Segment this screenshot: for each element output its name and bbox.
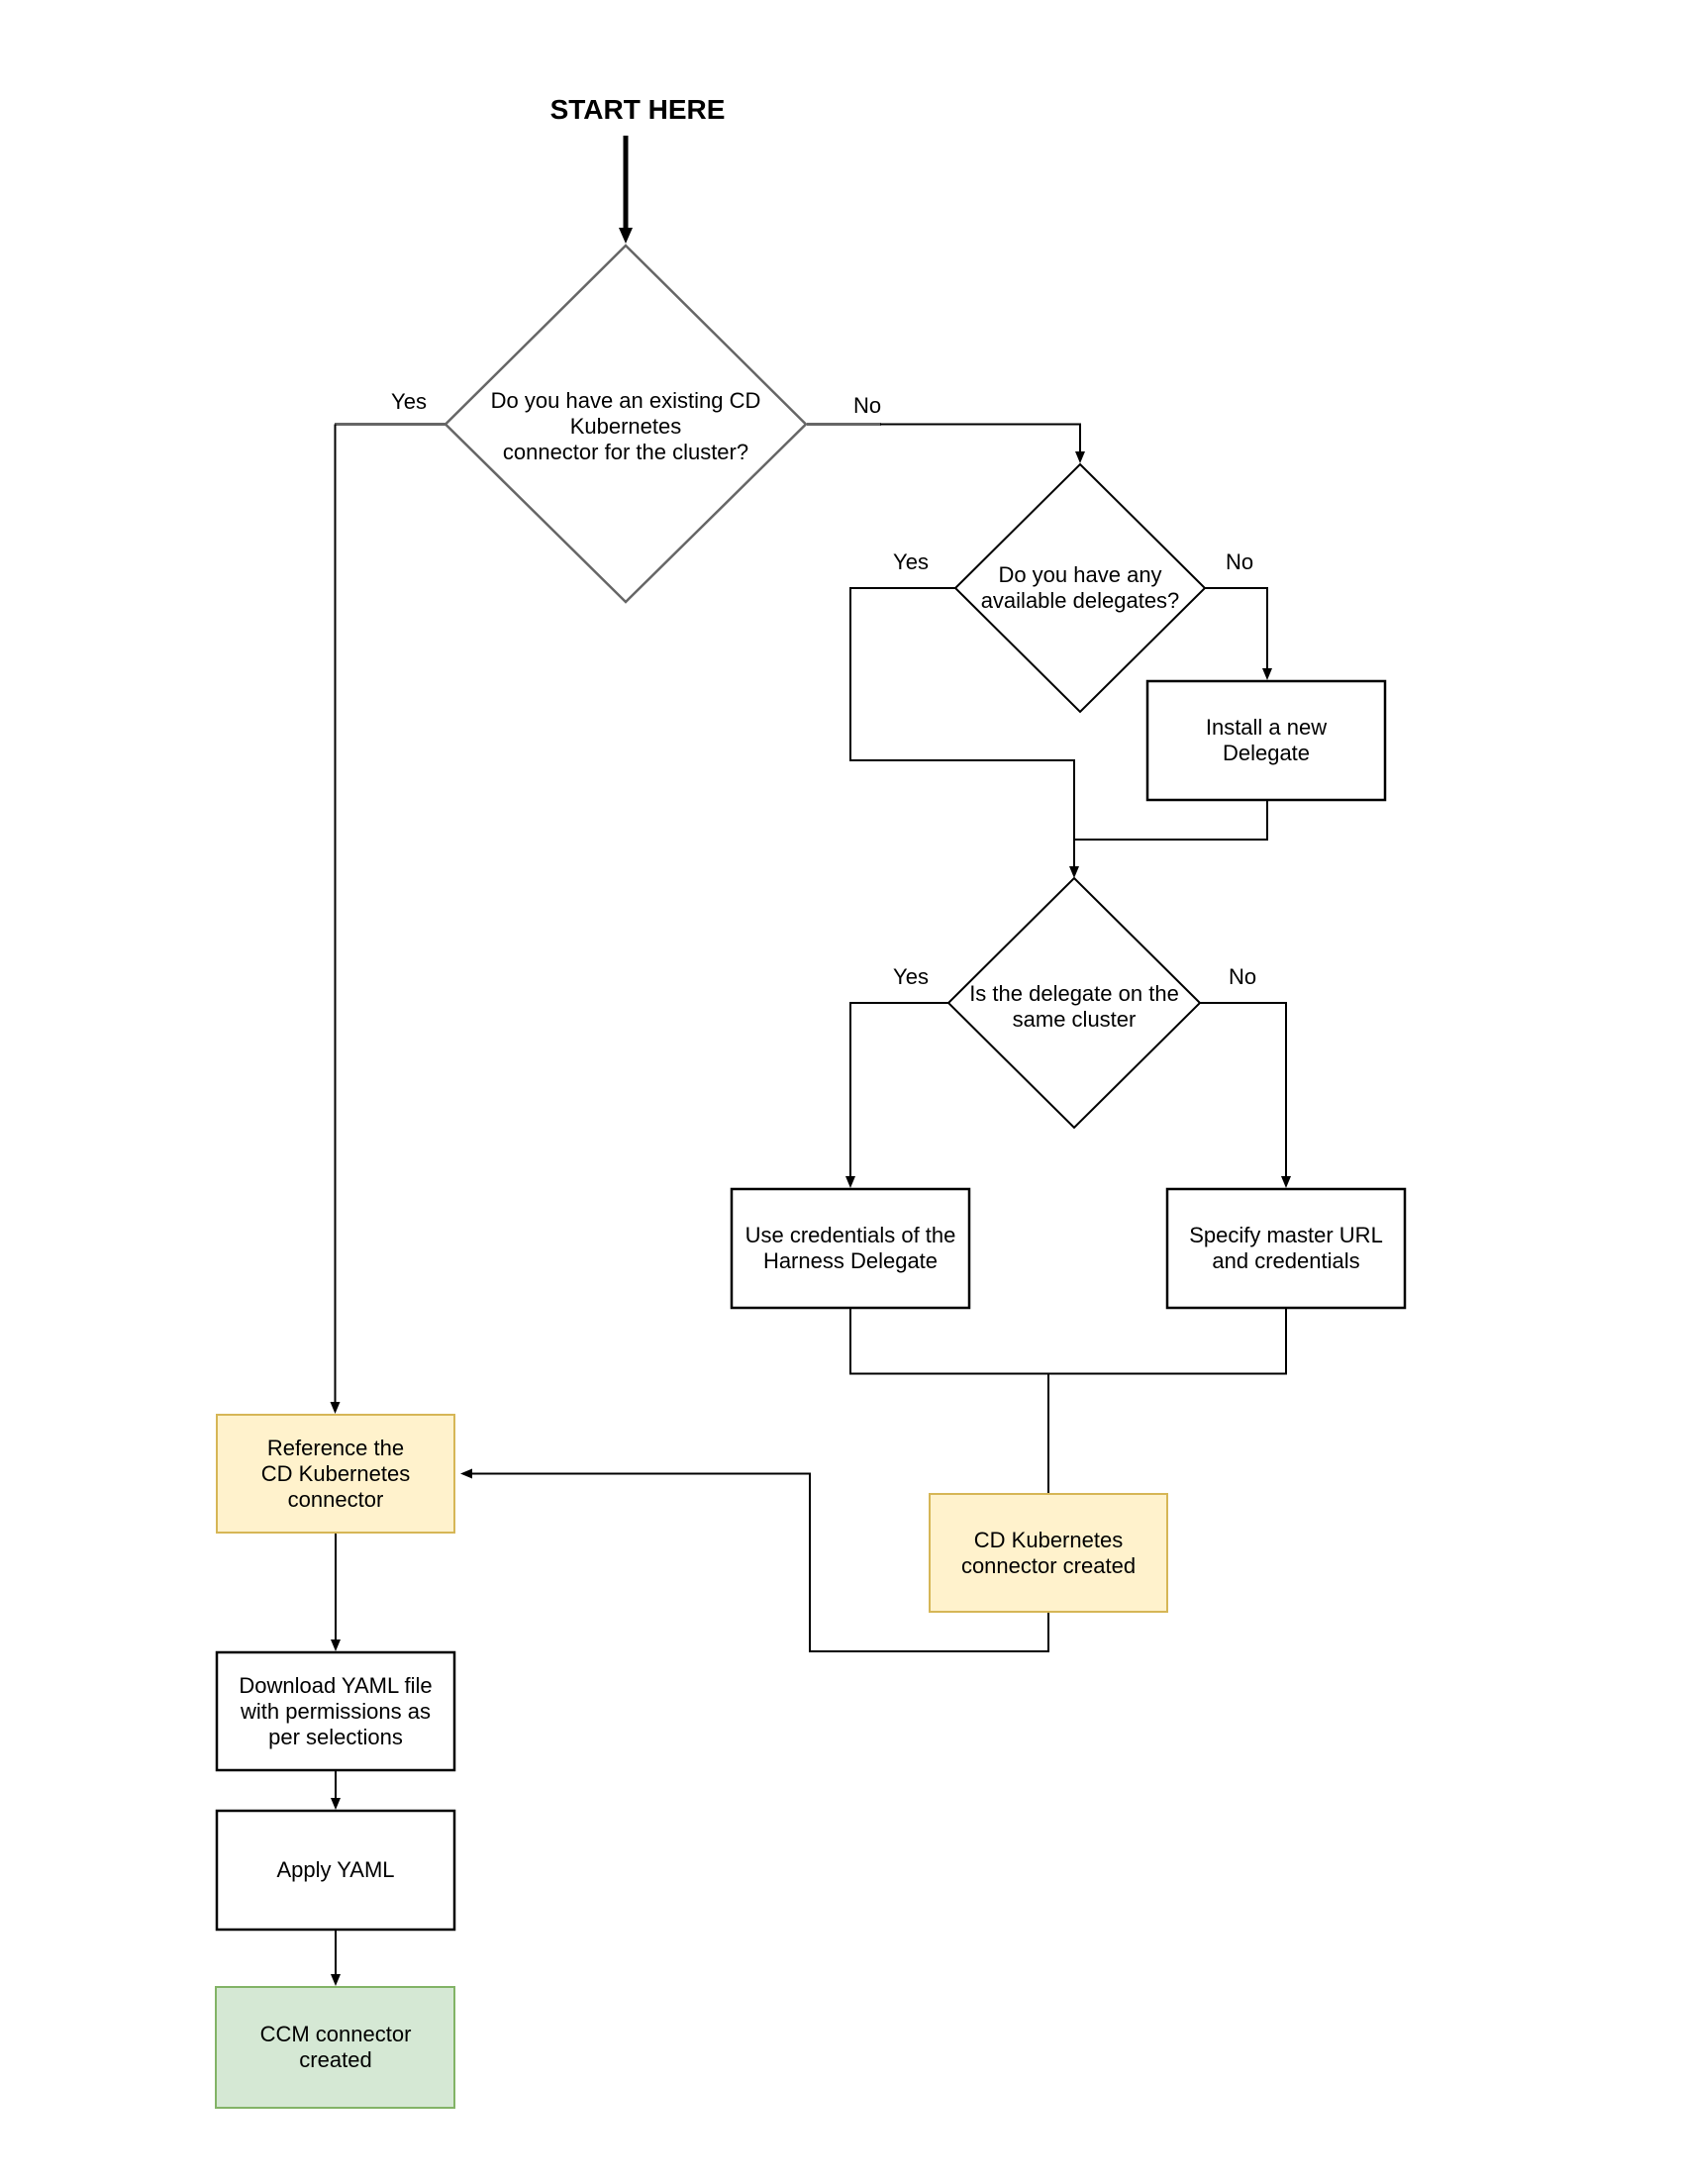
diagram-title: START HERE [549, 94, 726, 125]
process-specify-master-url-shape [1165, 1187, 1407, 1310]
edge-yes-same-cluster [845, 1002, 948, 1188]
edge-yes-delegates [849, 587, 1079, 878]
result-reference-connector-shape [216, 1414, 455, 1534]
process-use-credentials-shape [730, 1187, 971, 1310]
process-install-delegate-shape [1145, 679, 1387, 802]
edge-cd-to-reference [460, 1468, 1049, 1652]
edge-no-same-cluster [1200, 1002, 1291, 1188]
process-download-yaml-shape [215, 1650, 456, 1772]
edge-install-to-same-cluster [1074, 800, 1268, 841]
edge-no-existing [880, 423, 1085, 463]
decision-existing-connector-shape [444, 244, 808, 604]
result-cd-connector-created-shape [929, 1493, 1168, 1613]
decision-same-cluster-shape [946, 876, 1202, 1130]
edge-no-delegates [1205, 587, 1272, 680]
process-apply-yaml-shape [215, 1809, 456, 1932]
success-ccm-connector-created-shape [215, 1986, 455, 2109]
decision-available-delegates-shape [953, 462, 1207, 714]
